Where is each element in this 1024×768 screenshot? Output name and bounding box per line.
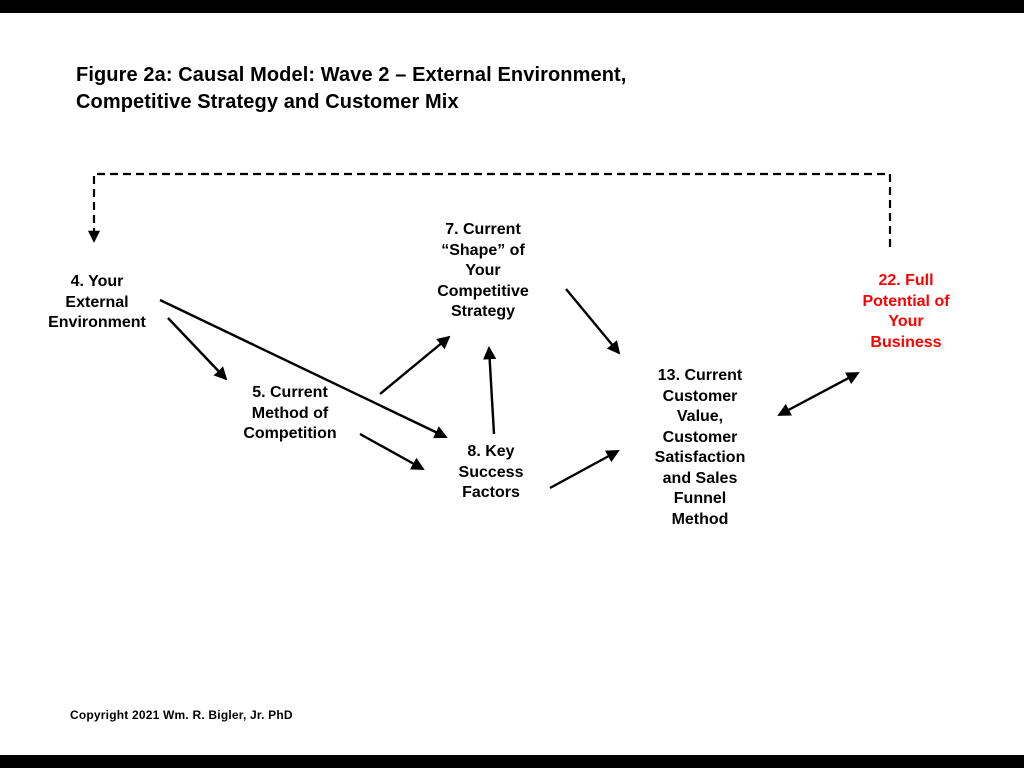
node-8-key-success-factors: 8. Key Success Factors [458,443,524,501]
figure-title: Figure 2a: Causal Model: Wave 2 – Extern… [76,64,627,113]
node-5-current-method-of-competition: 5. Current Method of Competition [243,384,337,442]
arrow-8-to-7 [483,346,497,435]
arrow-5-to-8 [359,432,425,471]
arrow-8-to-13 [549,449,620,490]
node-13-current-customer-value-satisfaction-sales-funnel: 13. Current Customer Value, Customer Sat… [654,367,746,528]
node-4-your-external-environment: 4. Your External Environment [48,273,146,331]
arrow-4-to-5 [167,317,228,381]
node-22-full-potential-of-your-business: 22. Full Potential of Your Business [862,272,950,351]
arrow-22-to-4-dashed [87,172,892,247]
arrow-4-to-8 [159,298,448,439]
arrow-5-to-7 [379,335,451,395]
arrow-13-to-22-bidirectional [777,371,860,417]
arrow-7-to-13 [565,288,621,355]
letterbox-bar-top [0,0,1024,13]
node-7-current-shape-of-competitive-strategy: 7. Current “Shape” of Your Competitive S… [437,221,529,320]
letterbox-bar-bottom [0,755,1024,768]
copyright-notice: Copyright 2021 Wm. R. Bigler, Jr. PhD [70,708,293,722]
